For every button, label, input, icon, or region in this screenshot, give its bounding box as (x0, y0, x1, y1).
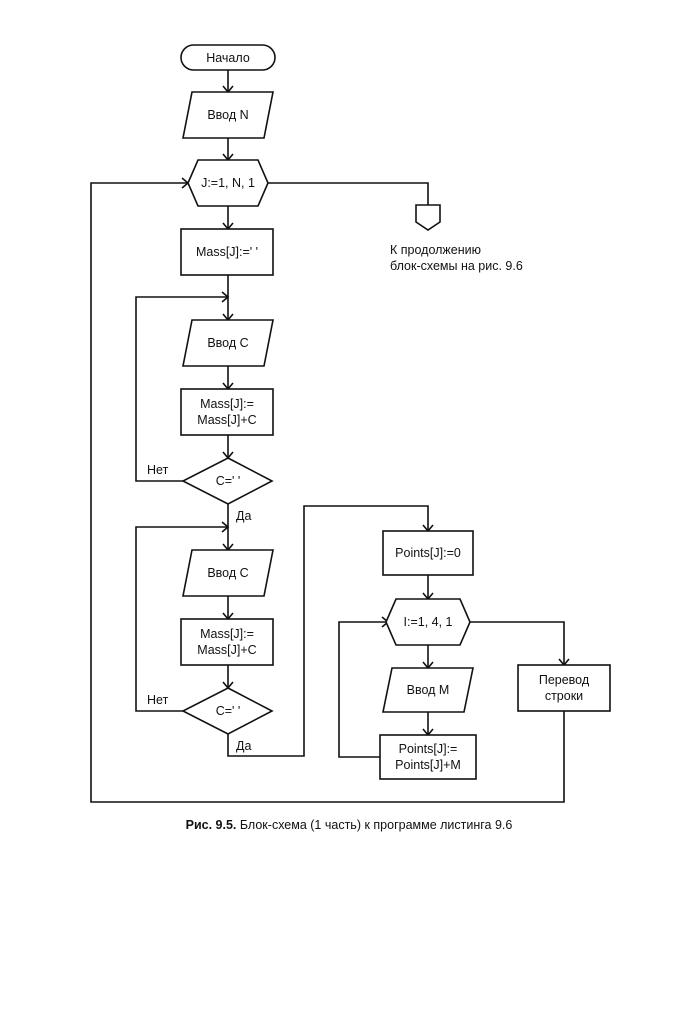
process-shape (382, 530, 474, 576)
node-start: Начало (180, 44, 276, 71)
node-check-c1: C=' ' Нет Да (147, 457, 274, 523)
process-shape (379, 734, 477, 780)
node-loop-j: J:=1, N, 1 (187, 159, 269, 207)
node-input-m: Ввод M (382, 667, 474, 713)
node-loop-j-label: J:=1, N, 1 (201, 176, 255, 190)
decision-shape (181, 457, 274, 505)
node-input-c1-label: Ввод C (207, 336, 248, 350)
edge-check-c2-yes (227, 505, 429, 757)
parallelogram-shape (182, 549, 274, 597)
node-check-c2: C=' ' Нет Да (147, 687, 274, 753)
node-input-c2: Ввод C (182, 549, 274, 597)
process-shape (180, 618, 274, 666)
branch-label-yes-1: Да (236, 509, 251, 523)
node-append-c2-line2: Mass[J]+C (197, 643, 256, 657)
node-add-points-line1: Points[J]:= (399, 742, 458, 756)
branch-label-no-2: Нет (147, 693, 169, 707)
node-check-c2-label: C=' ' (216, 704, 241, 718)
arrowhead (221, 291, 230, 303)
edge-add-points-back (338, 621, 388, 758)
offpage-note-line1: К продолжению (390, 243, 481, 257)
node-newline: Перевод строки (517, 664, 611, 712)
offpage-connector-shape (415, 204, 441, 231)
node-input-n: Ввод N (182, 91, 274, 139)
node-init-mass: Mass[J]:=' ' (180, 228, 274, 276)
process-shape (180, 388, 274, 436)
hexagon-shape (187, 159, 269, 207)
parallelogram-shape (182, 319, 274, 367)
arrowhead (221, 521, 230, 533)
edge-loop-j-exit (267, 182, 429, 205)
node-append-c1-line2: Mass[J]+C (197, 413, 256, 427)
node-init-mass-label: Mass[J]:=' ' (196, 245, 258, 259)
edge-check-c2-no (135, 526, 228, 712)
node-loop-i-label: I:=1, 4, 1 (404, 615, 453, 629)
node-input-c1: Ввод C (182, 319, 274, 367)
branch-label-no-1: Нет (147, 463, 169, 477)
node-start-label: Начало (206, 51, 250, 65)
edge-check-c1-no (135, 296, 228, 482)
node-loop-i: I:=1, 4, 1 (385, 598, 471, 646)
offpage-note-line2: блок-схемы на рис. 9.6 (390, 259, 523, 273)
node-newline-line2: строки (545, 689, 583, 703)
node-input-c2-label: Ввод C (207, 566, 248, 580)
node-append-c2: Mass[J]:= Mass[J]+C (180, 618, 274, 666)
parallelogram-shape (182, 91, 274, 139)
edge-loop-i-exit (468, 621, 565, 665)
node-append-c1-line1: Mass[J]:= (200, 397, 254, 411)
decision-shape (181, 687, 274, 735)
node-append-c2-line1: Mass[J]:= (200, 627, 254, 641)
figure-caption-prefix: Рис. 9.5. (186, 818, 237, 832)
process-shape (180, 228, 274, 276)
node-add-points-line2: Points[J]+M (395, 758, 461, 772)
connector-lines (90, 70, 565, 803)
parallelogram-shape (382, 667, 474, 713)
node-check-c1-label: C=' ' (216, 474, 241, 488)
figure-caption-text: Блок-схема (1 часть) к программе листинг… (236, 818, 512, 832)
node-newline-line1: Перевод (539, 673, 590, 687)
node-offpage: К продолжению блок-схемы на рис. 9.6 (390, 204, 523, 273)
node-add-points: Points[J]:= Points[J]+M (379, 734, 477, 780)
terminator-shape (180, 44, 276, 71)
node-input-n-label: Ввод N (207, 108, 248, 122)
node-input-m-label: Ввод M (407, 683, 450, 697)
branch-label-yes-2: Да (236, 739, 251, 753)
node-init-points: Points[J]:=0 (382, 530, 474, 576)
node-append-c1: Mass[J]:= Mass[J]+C (180, 388, 274, 436)
figure-caption: Рис. 9.5. Блок-схема (1 часть) к програм… (186, 818, 513, 832)
process-shape (517, 664, 611, 712)
node-init-points-label: Points[J]:=0 (395, 546, 461, 560)
hexagon-shape (385, 598, 471, 646)
edge-newline-loop-j (90, 182, 565, 803)
